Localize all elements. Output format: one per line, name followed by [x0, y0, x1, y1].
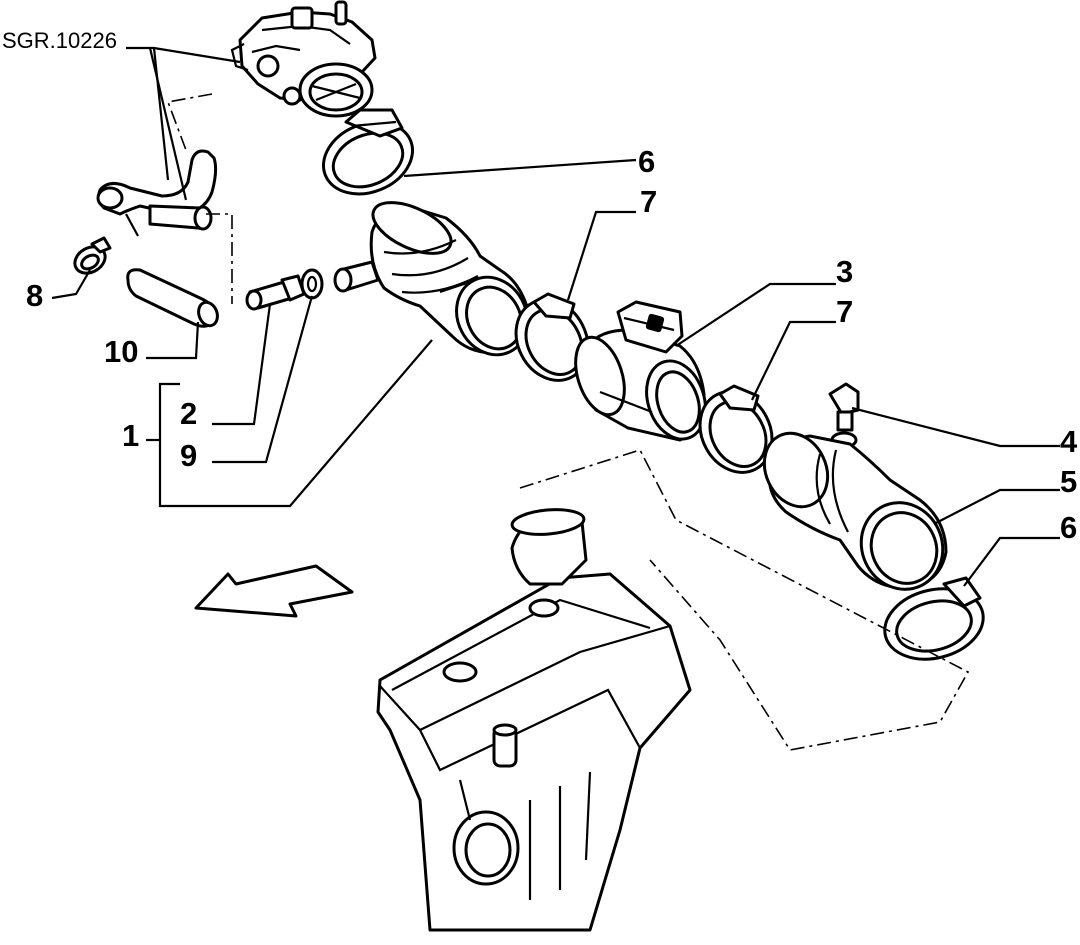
hose-clamp-6-bottom	[883, 576, 985, 661]
union-fitting-2	[245, 274, 306, 311]
callout-9: 9	[180, 438, 198, 473]
drawing-code: SGR.10226	[2, 28, 117, 53]
callout-1: 1	[122, 418, 140, 453]
throttle-body	[230, 0, 377, 118]
callout-6-top: 6	[638, 144, 656, 179]
hose-clamp-6-top	[321, 108, 415, 196]
leader-lines	[51, 46, 1060, 587]
callout-4: 4	[1060, 424, 1078, 459]
callout-3: 3	[836, 254, 854, 289]
seal-ring-9	[300, 268, 324, 300]
breather-hose	[96, 149, 218, 237]
callout-6-bottom: 6	[1060, 510, 1078, 545]
callout-2: 2	[180, 396, 198, 431]
hose-clamp-7-left	[514, 292, 590, 382]
callout-7-left: 7	[640, 184, 658, 219]
direction-arrow-icon	[194, 564, 354, 618]
callout-10: 10	[104, 334, 139, 369]
callout-8: 8	[26, 278, 44, 313]
air-flow-meter-3	[574, 300, 707, 442]
callout-5: 5	[1060, 464, 1078, 499]
intake-duct-1	[369, 201, 530, 357]
spring-clip-8	[73, 236, 112, 275]
air-filter-housing	[376, 508, 692, 932]
hose-clamp-7-right	[698, 384, 774, 474]
temperature-sensor-4	[828, 382, 860, 449]
callout-7-right: 7	[836, 294, 854, 329]
small-hose-10	[126, 268, 219, 328]
duct-nipple	[333, 260, 380, 293]
alignment-lines	[166, 93, 970, 751]
intake-duct-5	[762, 431, 948, 591]
